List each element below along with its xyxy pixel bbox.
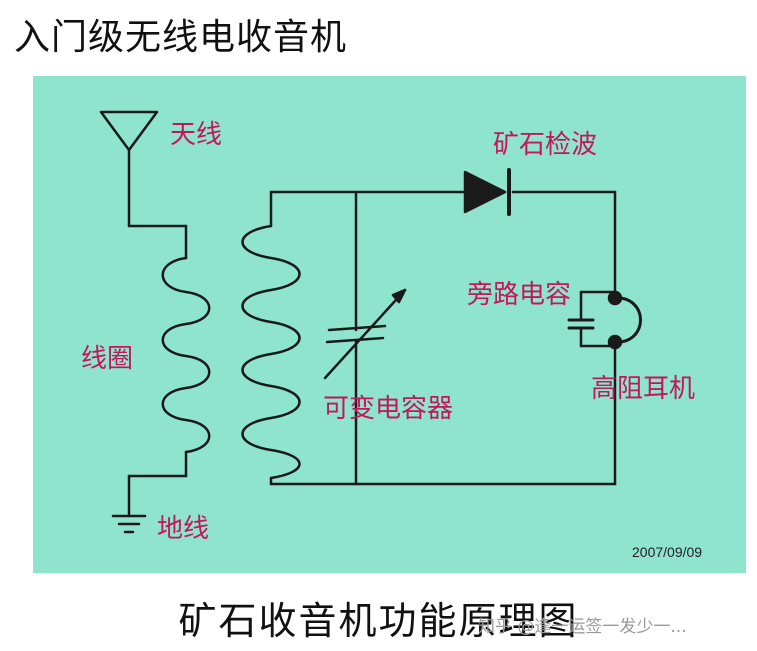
secondary-coil-icon xyxy=(241,190,301,486)
ground-icon xyxy=(111,514,147,534)
label-earphone: 高阻耳机 xyxy=(591,374,696,404)
wire-ground xyxy=(127,450,188,518)
label-variable-capacitor: 可变电容器 xyxy=(323,394,454,424)
label-detector: 矿石检波 xyxy=(493,130,598,160)
page-title: 入门级无线电收音机 xyxy=(14,17,348,58)
variable-capacitor-icon xyxy=(323,190,407,486)
date-stamp: 2007/09/09 xyxy=(632,544,703,560)
diode-icon xyxy=(463,168,511,216)
diagram-subtitle: 矿石收音机功能原理图 xyxy=(178,599,579,643)
label-coil: 线圈 xyxy=(81,344,134,374)
circuit-diagram xyxy=(99,110,642,534)
wire-antenna xyxy=(127,224,188,260)
antenna-icon xyxy=(99,110,159,228)
wire-bottom xyxy=(269,344,617,486)
wire-top xyxy=(269,190,617,294)
label-ground: 地线 xyxy=(157,514,210,544)
earphone-icon xyxy=(607,290,642,350)
watermark: 知乎 @逢一运签一发少一... xyxy=(478,617,687,637)
coil-icon xyxy=(161,256,211,454)
label-bypass-capacitor: 旁路电容 xyxy=(467,280,572,310)
label-antenna: 天线 xyxy=(170,120,223,150)
capacitor-icon xyxy=(567,290,617,348)
diagram-panel: 天线 线圈 地线 矿石检波 可变电容器 旁路电容 高阻耳机 2007/09/09 xyxy=(33,76,746,573)
